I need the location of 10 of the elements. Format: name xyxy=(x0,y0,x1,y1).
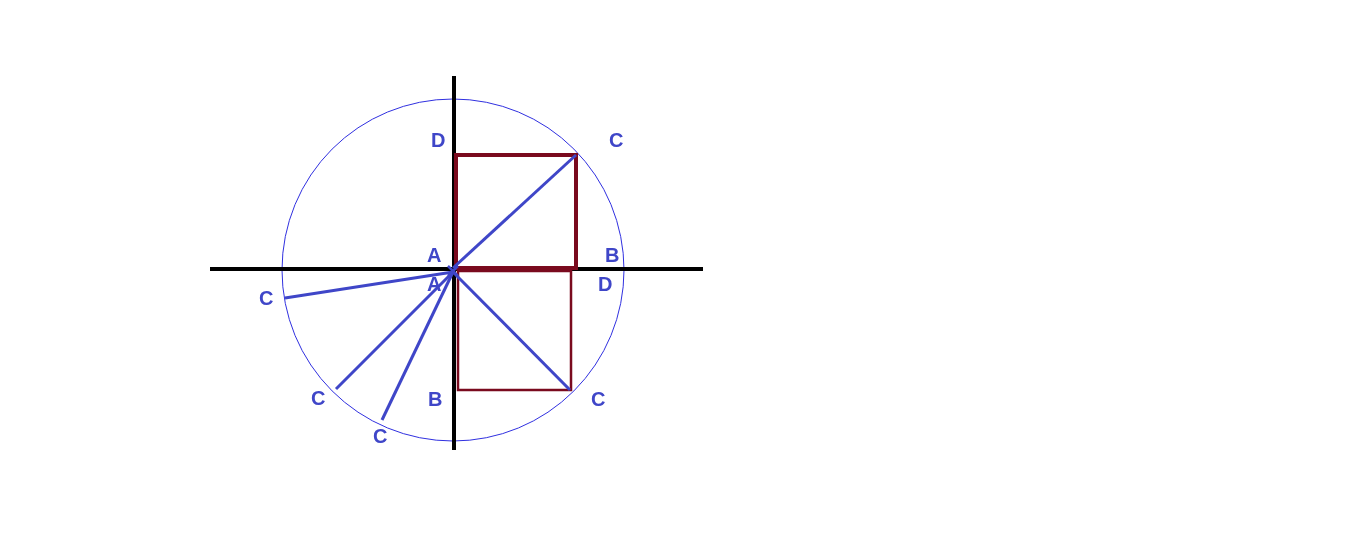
point-label: C xyxy=(591,389,606,409)
point-label: D xyxy=(431,130,446,150)
point-label: B xyxy=(428,389,443,409)
point-label: C xyxy=(373,426,388,446)
point-label: A xyxy=(427,245,442,265)
point-label: C xyxy=(311,388,326,408)
point-label: C xyxy=(609,130,624,150)
point-label: D xyxy=(598,274,613,294)
point-label: B xyxy=(605,245,620,265)
point-label: C xyxy=(259,288,274,308)
